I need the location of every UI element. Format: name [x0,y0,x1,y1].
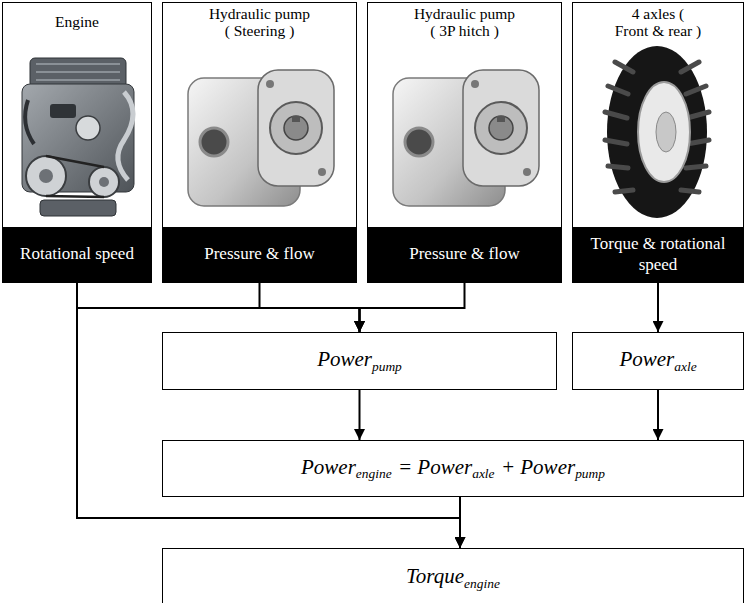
signal-label: Rotational speed [14,244,140,264]
engine-picture [22,58,134,216]
flow-arrow [359,390,361,440]
formula-term: = Power [398,455,472,479]
process-box: Powerengine = Poweraxle + Powerpump [162,440,744,497]
component-name: Hydraulic pump ( Steering ) [206,5,314,39]
tire-picture [605,46,709,218]
hydraulic-pump-picture [188,70,334,206]
formula-term: Power [619,347,674,371]
formula-term: Power [317,347,372,371]
signal-label: Pressure & flow [198,244,320,264]
formula-subscript: engine [464,576,500,591]
component-name: 4 axles ( Front & rear ) [608,5,708,39]
card-header: Engine [3,3,151,41]
component-card: Rotational speed Engine [2,2,152,283]
card-header: Hydraulic pump ( 3P hitch ) [368,3,561,41]
signal-band: Pressure & flow [368,227,561,282]
flow-arrow [459,497,461,548]
formula: Powerpump [309,343,410,379]
formula: Torqueengine [398,560,508,596]
formula-term: Torque [406,564,464,588]
component-card: Pressure & flow Hydraulic pump ( 3P hitch… [367,2,562,283]
hydraulic-pump-picture [393,70,539,206]
formula-subscript: axle [674,359,696,374]
formula: Poweraxle [611,343,704,379]
flow-arrow [657,282,659,332]
formula-term: Power [301,455,356,479]
formula-subscript: engine [356,466,392,481]
signal-label: Pressure & flow [403,244,525,264]
card-header: Hydraulic pump ( Steering ) [163,3,356,41]
signal-band: Pressure & flow [163,227,356,282]
formula-term: + Power [501,455,575,479]
signal-band: Rotational speed [3,227,151,282]
formula-subscript: pump [575,466,605,481]
process-box: Torqueengine [162,548,744,603]
formula: Powerengine = Poweraxle + Powerpump [293,451,613,487]
flow-arrow [657,390,659,440]
formula-subscript: axle [472,466,494,481]
signal-label: Torque & rotational speed [573,234,743,275]
component-card: Torque & rotational speed 4 axles ( Front… [572,2,744,283]
card-header: 4 axles ( Front & rear ) [573,3,743,41]
process-box: Poweraxle [572,332,744,390]
flow-arrow [77,282,460,548]
flow-arrow [77,282,360,332]
component-name: Engine [55,13,99,30]
signal-band: Torque & rotational speed [573,227,743,282]
flow-arrow [260,282,360,332]
component-name: Hydraulic pump ( 3P hitch ) [411,5,519,39]
formula-subscript: pump [372,359,402,374]
flow-arrow [360,282,465,332]
component-card: Pressure & flow Hydraulic pump ( Steering… [162,2,357,283]
process-box: Powerpump [162,332,557,390]
